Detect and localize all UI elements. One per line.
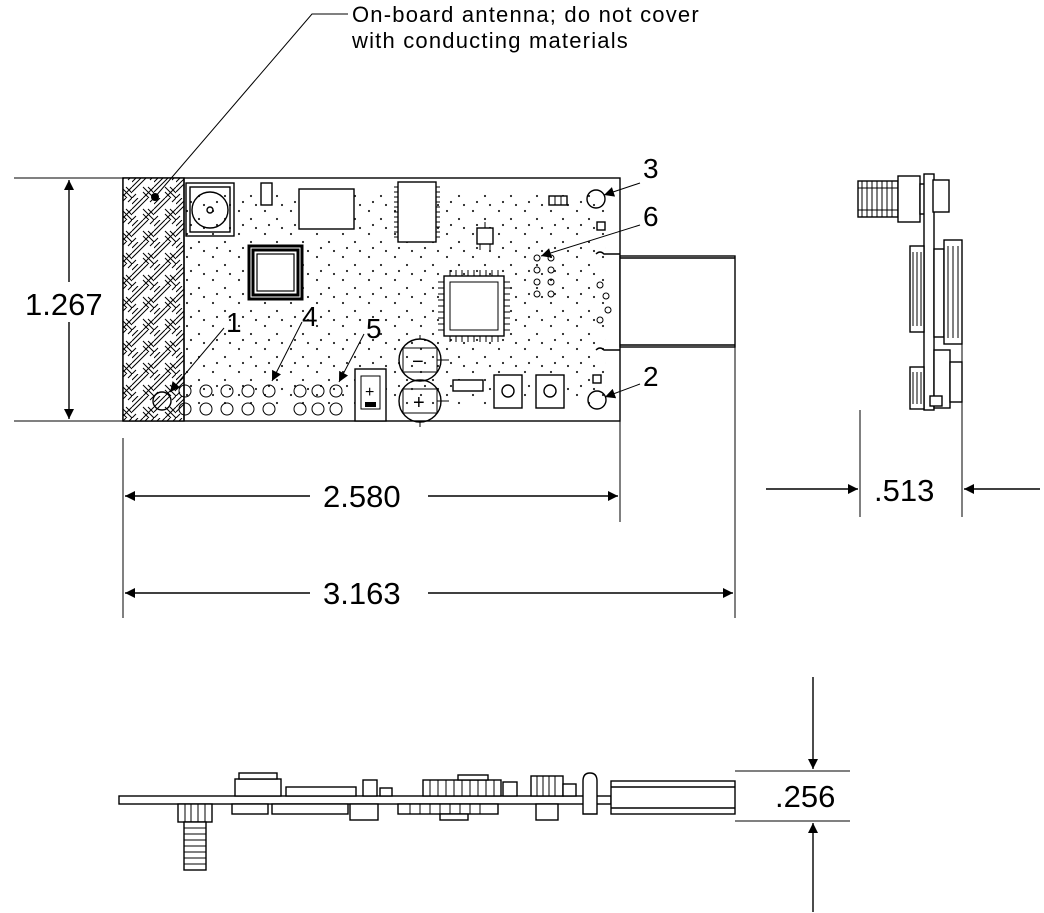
antenna-note-line1: On-board antenna; do not cover	[352, 2, 700, 27]
antenna-note-line2: with conducting materials	[351, 28, 629, 53]
dim-label-2580: 2.580	[323, 479, 401, 514]
cap-plus-mark: +	[413, 392, 425, 414]
mcu-chip	[247, 244, 304, 301]
callout-2: 2	[643, 361, 659, 392]
soic-pins	[394, 186, 440, 238]
capacitors	[398, 335, 449, 427]
callout-1: 1	[226, 307, 242, 338]
dim-label-3163: 3.163	[323, 576, 401, 611]
capacitor-small	[354, 368, 387, 422]
resistor	[452, 379, 484, 392]
side-view: .513	[766, 173, 1040, 517]
callout-6: 6	[643, 201, 659, 232]
callout-3: 3	[643, 153, 659, 184]
profile-board	[118, 795, 612, 805]
pushbuttons	[493, 374, 565, 409]
profile-view: .256	[118, 677, 850, 912]
led-pair	[548, 195, 568, 206]
ic-soic	[397, 181, 437, 243]
profile-sma	[177, 803, 213, 871]
header-pins	[178, 384, 343, 416]
cap-minus-mark: −	[412, 351, 424, 373]
top-view	[122, 177, 736, 427]
antenna-area	[122, 177, 185, 422]
top-view-dimensions: 1.267 2.580 3.163	[14, 177, 736, 618]
dim-label-1267: 1.267	[25, 287, 103, 322]
qfp-chip	[438, 270, 510, 342]
antenna-note: On-board antenna; do not cover with cond…	[151, 2, 700, 201]
dim-label-256: .256	[775, 779, 835, 814]
profile-usb	[610, 780, 736, 815]
crystal	[298, 188, 355, 230]
small-cap-plus-mark: +	[365, 384, 374, 401]
callout-4: 4	[302, 301, 318, 332]
small-component	[260, 182, 273, 206]
dim-label-513: .513	[874, 473, 934, 508]
callout-5: 5	[366, 313, 382, 344]
side-sma-connector	[857, 175, 933, 223]
callout-leaders	[169, 182, 641, 399]
mounting-hole-1	[152, 391, 172, 411]
usb-connector	[619, 255, 736, 348]
sma-connector	[185, 182, 235, 237]
mounting-hole-2	[587, 390, 607, 410]
mounting-hole-3	[586, 189, 606, 209]
transistor	[476, 227, 494, 245]
